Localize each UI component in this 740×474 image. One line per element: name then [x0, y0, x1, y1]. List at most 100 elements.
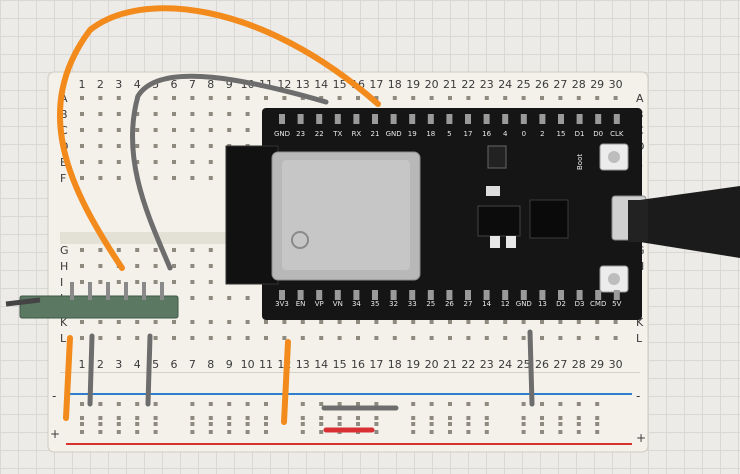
hole [227, 320, 232, 324]
hole [448, 336, 452, 340]
hole [153, 264, 158, 268]
pin-label: VP [315, 300, 324, 308]
hole [153, 336, 158, 340]
pin-label: 15 [557, 130, 566, 138]
column-label: 29 [590, 358, 604, 371]
column-label: 28 [572, 358, 586, 371]
rail-minus-left: - [52, 389, 56, 403]
column-label: 8 [207, 358, 214, 371]
rail-hole [374, 416, 379, 420]
rail-hole [576, 416, 581, 420]
column-label: 9 [226, 358, 233, 371]
pin-label: D2 [556, 300, 566, 308]
rail-hole [374, 430, 379, 434]
hole [98, 96, 103, 100]
column-label: 16 [351, 358, 365, 371]
hole [429, 336, 434, 340]
hole [98, 336, 103, 340]
column-label: 19 [406, 78, 420, 91]
hole [208, 320, 213, 324]
hole [153, 160, 158, 164]
column-label: 30 [609, 78, 623, 91]
column-label: 15 [333, 358, 347, 371]
gray-jumper-wire [129, 73, 329, 271]
header-pin [613, 290, 620, 300]
smd-part [487, 145, 507, 169]
header-pin [372, 290, 378, 300]
rail-hole [521, 402, 526, 406]
pin-label: 27 [464, 300, 473, 308]
hole [484, 96, 489, 100]
row-label: B [60, 108, 68, 121]
module-header-pins [70, 282, 164, 300]
hole [208, 248, 213, 252]
en-button-cap [608, 273, 620, 285]
column-label: 28 [572, 78, 586, 91]
hole [135, 336, 140, 340]
pin-label: 2 [540, 130, 544, 138]
rail-hole [208, 430, 213, 434]
orange-jumper-wire [56, 5, 381, 271]
rail-hole [448, 422, 452, 426]
rail-hole [98, 422, 103, 426]
rail-hole [80, 416, 84, 420]
header-pin [297, 290, 304, 300]
column-label: 13 [296, 78, 310, 91]
header-pin [576, 290, 583, 300]
header-pin [279, 290, 285, 300]
column-label: 24 [498, 358, 512, 371]
column-label: 3 [115, 358, 122, 371]
column-label: 27 [553, 358, 567, 371]
rail-hole [595, 416, 600, 420]
hole [208, 176, 213, 180]
column-label: 11 [259, 358, 273, 371]
column-label: 4 [134, 358, 141, 371]
gray-jumper-wire [87, 333, 95, 407]
hole [503, 96, 508, 100]
header-pin [279, 114, 285, 124]
hole [98, 320, 103, 324]
row-label: L [60, 332, 67, 345]
column-label: 5 [152, 358, 159, 371]
rail-hole [80, 422, 84, 426]
rail-hole [208, 422, 213, 426]
rail-hole [319, 402, 324, 406]
hole [153, 248, 158, 252]
column-label: 15 [333, 78, 347, 91]
pin-label: 23 [296, 130, 305, 138]
hole [484, 336, 489, 340]
pin-label: 14 [482, 300, 491, 308]
hole [190, 128, 195, 132]
header-pin [372, 114, 378, 124]
hole [80, 320, 84, 324]
hole [208, 280, 213, 284]
hole [374, 336, 379, 340]
pin-label: 3V3 [275, 300, 289, 308]
rail-hole [558, 430, 563, 434]
pin-label: 18 [426, 130, 435, 138]
hole [613, 320, 618, 324]
hole [411, 96, 416, 100]
hole [227, 128, 232, 132]
hole [135, 264, 140, 268]
rail-hole [484, 416, 489, 420]
hole [503, 320, 508, 324]
gray-jumper-wire [145, 333, 153, 407]
column-label: 23 [480, 78, 494, 91]
rail-hole [466, 422, 471, 426]
pin-label: D1 [575, 130, 585, 138]
hole [208, 128, 213, 132]
hole [245, 320, 250, 324]
header-pin [334, 114, 341, 124]
hole [116, 128, 121, 132]
header-pin [595, 290, 602, 300]
hole [80, 248, 84, 252]
header-pin [539, 290, 546, 300]
hole [80, 280, 84, 284]
rail-hole [429, 402, 434, 406]
rail-hole [190, 430, 195, 434]
rail-hole [245, 422, 250, 426]
hole [613, 96, 618, 100]
row-label: I [60, 276, 63, 289]
header-pin [576, 114, 583, 124]
